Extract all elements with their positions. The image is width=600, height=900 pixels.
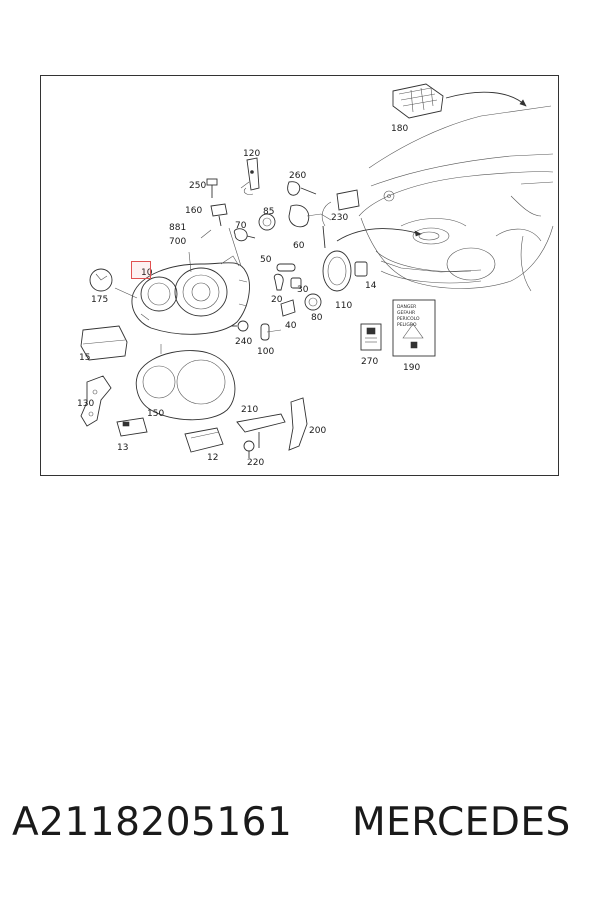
- part-190-warning-label: [392, 299, 436, 357]
- callout-180: 180: [391, 124, 408, 134]
- warning-line-3: PERICOLO: [397, 316, 420, 322]
- callout-220: 220: [247, 458, 264, 468]
- callout-70: 70: [235, 221, 247, 231]
- part-200-support: [288, 397, 308, 451]
- part-230-plug: [321, 189, 360, 249]
- part-180-control-unit: [392, 83, 444, 119]
- callout-40: 40: [285, 321, 297, 331]
- callout-30: 30: [297, 285, 309, 295]
- callout-10: 10: [141, 268, 153, 278]
- callout-190: 190: [403, 363, 420, 373]
- warning-line-4: PELIGRO: [397, 322, 417, 328]
- callout-110: 110: [335, 301, 352, 311]
- part-270-label: [360, 323, 382, 351]
- callout-175: 175: [91, 295, 108, 305]
- callout-50: 50: [260, 255, 272, 265]
- part-250-screw: [206, 178, 218, 198]
- callout-270: 270: [361, 357, 378, 367]
- part-210-bracket: [236, 413, 286, 448]
- part-15-module: [80, 325, 128, 361]
- callout-120: 120: [243, 149, 260, 159]
- callout-labels: 10 12 13 14 15 20 30 40 50 60 70 80 85 1…: [77, 124, 420, 468]
- callout-160: 160: [185, 206, 202, 216]
- callout-80: 80: [311, 313, 323, 323]
- part-110-ring: [322, 250, 352, 292]
- car-outline: [358, 105, 554, 292]
- part-175-cap: [89, 268, 113, 292]
- callout-200: 200: [309, 426, 326, 436]
- part-120-bracket: [243, 157, 260, 195]
- highlighted-part-marker: [131, 261, 151, 279]
- callout-230: 230: [331, 213, 348, 223]
- part-70-bulb: [233, 228, 256, 242]
- parts-diagram: 10 12 13 14 15 20 30 40 50 60 70 80 85 1…: [40, 75, 559, 476]
- part-260-connector: [287, 181, 317, 196]
- callout-240: 240: [235, 337, 252, 347]
- part-30-bulb: [290, 277, 302, 289]
- warning-label-text: DANGER GEFAHR PERICOLO PELIGRO: [397, 304, 420, 328]
- callout-13: 13: [117, 443, 128, 453]
- callout-881: 881: [169, 223, 186, 233]
- callout-130: 130: [77, 399, 94, 409]
- part-40-socket: [280, 299, 296, 317]
- part-150-bezel: [135, 344, 236, 421]
- callout-12: 12: [207, 453, 218, 463]
- warning-line-1: DANGER: [397, 304, 416, 310]
- callout-15: 15: [79, 353, 90, 363]
- callout-14: 14: [365, 281, 377, 291]
- callout-700: 700: [169, 237, 186, 247]
- part-220-screw: [243, 440, 255, 458]
- part-14-connector: [354, 261, 368, 277]
- callout-100: 100: [257, 347, 274, 357]
- brand-name: MERCEDES: [352, 800, 571, 845]
- exploded-view-drawing: 10 12 13 14 15 20 30 40 50 60 70 80 85 1…: [77, 83, 554, 468]
- callout-260: 260: [289, 171, 306, 181]
- part-85-bulb: [258, 213, 276, 231]
- part-13-ballast: [116, 417, 148, 437]
- callout-250: 250: [189, 181, 206, 191]
- leader-lines: [114, 181, 282, 333]
- part-20-bulb: [273, 273, 284, 291]
- callout-150: 150: [147, 409, 164, 419]
- warning-line-2: GEFAHR: [397, 310, 415, 316]
- product-caption: A2118205161 MERCEDES: [0, 800, 600, 860]
- part-10-headlamp-assembly: [131, 255, 250, 335]
- callout-85: 85: [263, 207, 274, 217]
- part-number: A2118205161: [12, 800, 293, 845]
- part-50-bulb: [276, 263, 296, 272]
- part-130-bracket: [80, 375, 112, 427]
- part-60-bulb: [288, 204, 332, 228]
- callout-60: 60: [293, 241, 305, 251]
- part-240-screw: [231, 320, 249, 332]
- part-80-cap: [304, 293, 322, 311]
- callout-20: 20: [271, 295, 283, 305]
- part-12-module: [184, 427, 224, 453]
- callout-210: 210: [241, 405, 258, 415]
- arrow-headlamp: [336, 228, 422, 242]
- part-160-clip: [210, 203, 228, 227]
- arrow-180: [445, 91, 527, 107]
